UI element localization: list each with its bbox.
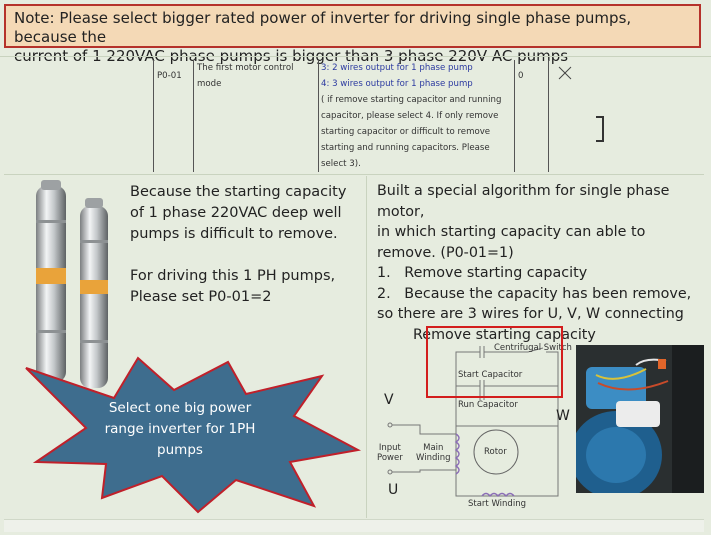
param-option-note: select 3). [321,159,361,169]
right-line-1: Built a special algorithm for single pha… [377,183,670,220]
param-option-4: 4: 3 wires output for 1 phase pump [321,79,473,89]
divider-top [0,56,711,57]
bottom-strip [4,519,704,532]
pump-illustration [36,180,108,388]
list-number: 1. [377,265,391,281]
starburst-shape [25,356,362,514]
list-text: Because the capacity has been remove, [404,285,692,302]
starburst-line-1: Select one big power [108,400,252,416]
table-col-border [318,60,319,172]
param-option-3: 3: 2 wires output for 1 phase pump [321,63,473,73]
label-u: U [388,482,399,498]
left-line-1: Because the starting capacity [130,184,347,200]
table-col-border [193,60,194,172]
right-line-3: remove. (P0-01=1) [377,244,514,261]
right-line-6: so there are 3 wires for U, V, W connect… [377,306,684,322]
label-start-capacitor: Start Capacitor [458,370,523,380]
label-rotor: Rotor [484,447,507,457]
param-option-note: starting and running capacitors. Please [321,143,490,153]
left-line-3: pumps is difficult to remove. [130,226,338,242]
bracket-mark [596,116,604,142]
label-w: W [556,408,570,424]
left-line-2: of 1 phase 220VAC deep well [130,205,342,221]
motor-photo-graphic [576,345,704,493]
wiring-diagram [387,346,559,498]
list-number: 2. [377,285,391,302]
param-option-note: starting capacitor or difficult to remov… [321,127,491,137]
label-run-capacitor: Run Capacitor [458,400,518,410]
close-icon [558,66,572,80]
starburst-callout: Select one big power range inverter for … [86,398,274,461]
motor-photo [576,345,704,493]
param-name-line-2: mode [197,79,222,89]
param-option-note: capacitor, please select 4. If only remo… [321,111,499,121]
highlight-box [426,326,563,398]
left-line-4: For driving this 1 PH pumps, [130,268,336,284]
param-code: P0-01 [157,71,182,81]
right-explanation: Built a special algorithm for single pha… [377,181,707,345]
left-explanation: Because the starting capacity of 1 phase… [130,182,360,308]
label-main-winding: Main Winding [416,443,451,463]
label-centrifugal-switch: Centrifugal Switch [494,343,572,353]
param-name-line-1: The first motor control [197,63,294,73]
note-banner: Note: Please select bigger rated power o… [4,4,701,65]
right-line-2: in which starting capacity can able to [377,224,646,240]
param-option-note: ( if remove starting capacitor and runni… [321,95,502,105]
starburst-line-3: pumps [157,442,203,458]
list-text: Remove starting capacity [404,265,588,281]
spacer [130,245,360,266]
label-main: Main [423,443,444,453]
note-line-1: Note: Please select bigger rated power o… [14,9,632,46]
table-col-border [548,60,549,172]
label-input-power: Input Power [377,443,403,463]
label-power: Power [377,453,403,463]
divider-vertical [366,176,367,518]
label-start-winding: Start Winding [468,499,526,509]
table-col-border [514,60,515,172]
divider-middle [4,174,704,175]
parameter-table: P0-01 The first motor control mode 3: 2 … [153,60,600,172]
list-item-1: 1. Remove starting capacity [377,263,707,284]
list-item-2: 2. Because the capacity has been remove, [377,284,707,305]
label-input: Input [378,443,401,453]
table-col-border [153,60,154,172]
param-default: 0 [518,71,524,81]
starburst-line-2: range inverter for 1PH [104,421,256,437]
label-winding: Winding [416,453,451,463]
left-line-5: Please set P0-01=2 [130,289,272,305]
diagram-caption: Remove starting capacity [413,326,596,343]
label-v: V [384,392,394,408]
